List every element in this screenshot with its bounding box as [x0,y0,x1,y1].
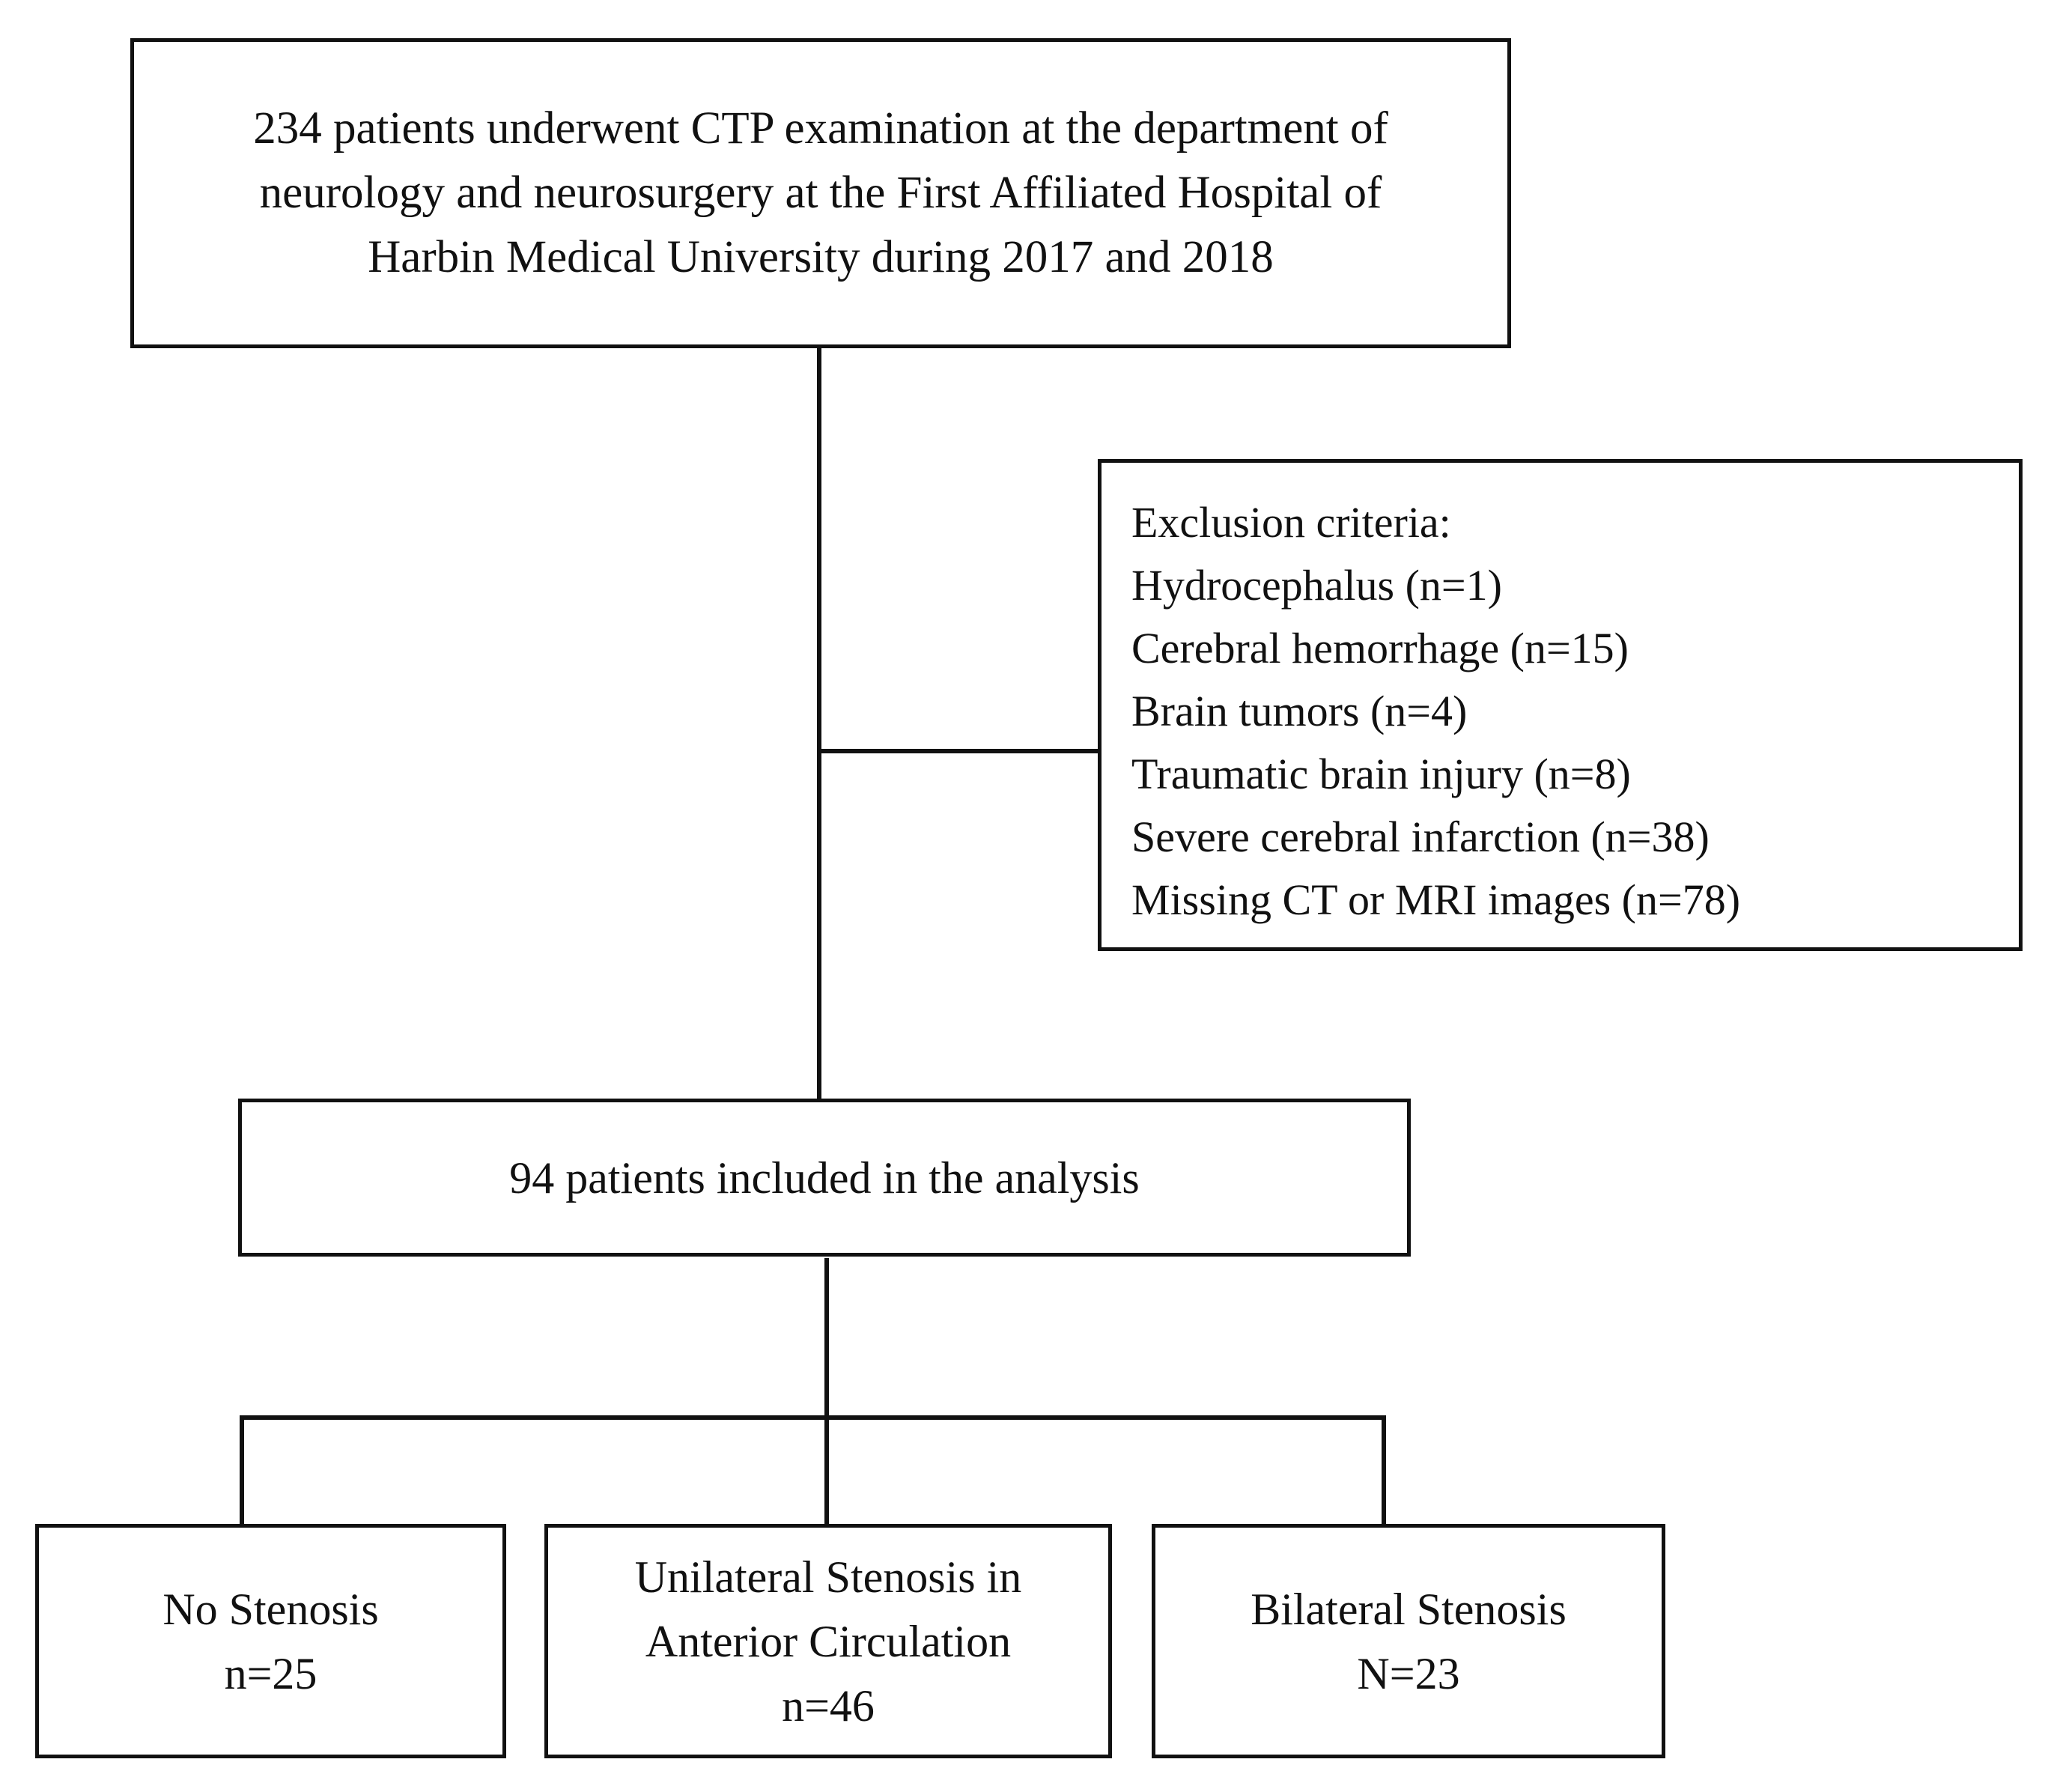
exclusion-item: Brain tumors (n=4) [1131,687,1468,735]
included-box: 94 patients included in the analysis [238,1099,1411,1257]
unilateral-stenosis-count: n=46 [782,1680,875,1731]
screening-line-1: 234 patients underwent CTP examination a… [253,103,1388,154]
connector-split-horizontal [240,1415,1386,1420]
exclusion-item: Hydrocephalus (n=1) [1131,561,1502,610]
connector-to-unilateral [824,1415,829,1524]
exclusion-item: Missing CT or MRI images (n=78) [1131,875,1741,924]
exclusion-item: Cerebral hemorrhage (n=15) [1131,624,1629,672]
connector-to-exclusion [817,749,1098,753]
exclusion-item: Severe cerebral infarction (n=38) [1131,813,1710,861]
no-stenosis-box: No Stenosis n=25 [35,1524,506,1758]
connector-top-to-included [817,344,821,1101]
connector-to-bilateral [1382,1415,1386,1524]
unilateral-stenosis-label-2: Anterior Circulation [645,1616,1012,1666]
exclusion-criteria-box: Exclusion criteria: Hydrocephalus (n=1) … [1098,459,2023,951]
screening-line-3: Harbin Medical University during 2017 an… [368,232,1274,282]
no-stenosis-label: No Stenosis [162,1584,379,1634]
exclusion-item: Traumatic brain injury (n=8) [1131,750,1631,798]
exclusion-title: Exclusion criteria: [1131,498,1451,547]
no-stenosis-count: n=25 [224,1648,317,1698]
bilateral-stenosis-count: N=23 [1357,1648,1460,1698]
screening-box: 234 patients underwent CTP examination a… [130,38,1511,348]
connector-to-no-stenosis [240,1415,244,1524]
included-label: 94 patients included in the analysis [509,1152,1140,1203]
unilateral-stenosis-label-1: Unilateral Stenosis in [634,1552,1022,1602]
connector-included-to-split [824,1258,829,1524]
bilateral-stenosis-label: Bilateral Stenosis [1251,1584,1567,1634]
bilateral-stenosis-box: Bilateral Stenosis N=23 [1152,1524,1665,1758]
screening-line-2: neurology and neurosurgery at the First … [259,168,1382,218]
unilateral-stenosis-box: Unilateral Stenosis in Anterior Circulat… [544,1524,1112,1758]
